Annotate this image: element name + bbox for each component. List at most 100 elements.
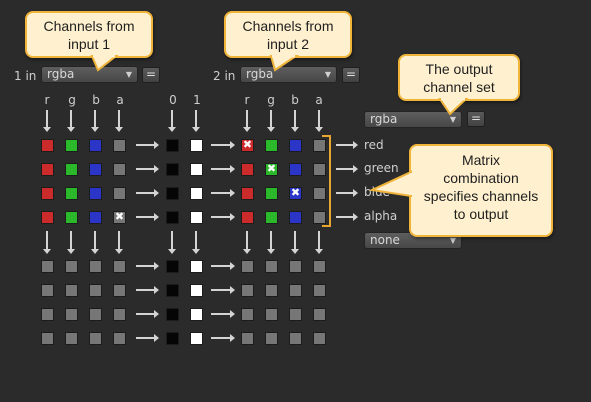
matrix-in2-cell-r2-c0[interactable] <box>241 187 254 200</box>
matrix2-in2-cell-r1-c0[interactable] <box>241 284 254 297</box>
col-arrow-mid-0-head <box>43 249 51 254</box>
matrix2-in1-cell-r0-c2[interactable] <box>89 260 102 273</box>
input2-equal-button[interactable]: = <box>342 67 360 83</box>
matrix-in2-cell-r0-c2[interactable] <box>289 139 302 152</box>
matrix-in1-cell-r3-c3[interactable] <box>113 210 126 224</box>
matrix-in1-cell-r3-c2[interactable] <box>89 211 102 224</box>
matrix2-const1-cell-r3[interactable] <box>190 332 203 345</box>
chevron-down-icon: ▼ <box>449 236 456 245</box>
matrix2-in1-cell-r1-c3[interactable] <box>113 284 126 297</box>
matrix2-in1-cell-r0-c0[interactable] <box>41 260 54 273</box>
matrix-in1-cell-r1-c0[interactable] <box>41 163 54 176</box>
row2-arrow-in1-0-head <box>154 262 159 270</box>
matrix-in2-cell-r1-c0[interactable] <box>241 163 254 176</box>
matrix2-in1-cell-r3-c1[interactable] <box>65 332 78 345</box>
matrix2-in2-cell-r2-c0[interactable] <box>241 308 254 321</box>
matrix2-in2-cell-r1-c1[interactable] <box>265 284 278 297</box>
matrix-in2-cell-r2-c1[interactable] <box>265 187 278 200</box>
matrix2-const1-cell-r2[interactable] <box>190 308 203 321</box>
in2-col-r-label: r <box>244 93 250 107</box>
input1-equal-button[interactable]: = <box>142 67 160 83</box>
matrix-in1-cell-r1-c3[interactable] <box>113 163 126 176</box>
matrix-in1-cell-r1-c2[interactable] <box>89 163 102 176</box>
col-arrow-mid-3-head <box>115 249 123 254</box>
matrix-in1-cell-r0-c1[interactable] <box>65 139 78 152</box>
matrix2-in2-cell-r2-c3[interactable] <box>313 308 326 321</box>
matrix2-in2-cell-r0-c3[interactable] <box>313 260 326 273</box>
matrix-in1-cell-r2-c0[interactable] <box>41 187 54 200</box>
matrix2-const1-cell-r0[interactable] <box>190 260 203 273</box>
matrix2-in2-cell-r3-c0[interactable] <box>241 332 254 345</box>
matrix2-in1-cell-r2-c3[interactable] <box>113 308 126 321</box>
matrix2-in1-cell-r3-c2[interactable] <box>89 332 102 345</box>
input2-channel-select[interactable]: rgba ▼ <box>240 66 337 83</box>
matrix-in1-cell-r0-c2[interactable] <box>89 139 102 152</box>
matrix2-in1-cell-r0-c1[interactable] <box>65 260 78 273</box>
matrix2-in2-cell-r2-c2[interactable] <box>289 308 302 321</box>
matrix-in2-cell-r1-c2[interactable] <box>289 163 302 176</box>
matrix2-const0-cell-r1[interactable] <box>166 284 179 297</box>
matrix2-in2-cell-r0-c2[interactable] <box>289 260 302 273</box>
matrix2-in1-cell-r3-c0[interactable] <box>41 332 54 345</box>
in1-col-g-label: g <box>68 93 76 107</box>
matrix2-const0-cell-r0[interactable] <box>166 260 179 273</box>
input1-channel-select[interactable]: rgba ▼ <box>41 66 138 83</box>
row-arrow-in1-0-head <box>154 141 159 149</box>
matrix-in2-cell-r3-c3[interactable] <box>313 211 326 224</box>
matrix2-in1-cell-r2-c0[interactable] <box>41 308 54 321</box>
matrix-const1-cell-r3[interactable] <box>190 211 203 224</box>
matrix-const0-cell-r2[interactable] <box>166 187 179 200</box>
matrix2-in2-cell-r3-c2[interactable] <box>289 332 302 345</box>
matrix-in1-cell-r1-c1[interactable] <box>65 163 78 176</box>
matrix2-in2-cell-r1-c3[interactable] <box>313 284 326 297</box>
matrix2-in2-cell-r2-c1[interactable] <box>265 308 278 321</box>
matrix-const1-cell-r2[interactable] <box>190 187 203 200</box>
matrix-const0-cell-r3[interactable] <box>166 211 179 224</box>
matrix-const0-cell-r0[interactable] <box>166 139 179 152</box>
matrix-in1-cell-r2-c1[interactable] <box>65 187 78 200</box>
matrix-in2-cell-r2-c3[interactable] <box>313 187 326 200</box>
matrix2-in2-cell-r1-c2[interactable] <box>289 284 302 297</box>
matrix2-const0-cell-r2[interactable] <box>166 308 179 321</box>
matrix-in2-cell-r3-c1[interactable] <box>265 211 278 224</box>
matrix2-in1-cell-r1-c0[interactable] <box>41 284 54 297</box>
matrix2-in2-cell-r0-c0[interactable] <box>241 260 254 273</box>
matrix2-in2-cell-r0-c1[interactable] <box>265 260 278 273</box>
matrix-const0-cell-r1[interactable] <box>166 163 179 176</box>
output-label-red: red <box>364 138 384 152</box>
output-equal-button[interactable]: = <box>467 111 485 127</box>
matrix-in2-cell-r3-c0[interactable] <box>241 211 254 224</box>
matrix-const1-cell-r0[interactable] <box>190 139 203 152</box>
col-arrow-mid-6-head <box>243 249 251 254</box>
matrix-in1-cell-r2-c3[interactable] <box>113 187 126 200</box>
const-col-0-label: 0 <box>169 93 177 107</box>
matrix2-const0-cell-r3[interactable] <box>166 332 179 345</box>
col-arrow-mid-5-head <box>192 249 200 254</box>
matrix2-in2-cell-r3-c1[interactable] <box>265 332 278 345</box>
matrix-in2-cell-r2-c2[interactable] <box>289 186 302 200</box>
matrix-in2-cell-r3-c2[interactable] <box>289 211 302 224</box>
matrix-in2-cell-r0-c3[interactable] <box>313 139 326 152</box>
output-label-alpha: alpha <box>364 209 398 223</box>
matrix2-in2-cell-r3-c3[interactable] <box>313 332 326 345</box>
matrix-in2-cell-r1-c1[interactable] <box>265 162 278 176</box>
matrix2-in1-cell-r3-c3[interactable] <box>113 332 126 345</box>
matrix-in1-cell-r0-c0[interactable] <box>41 139 54 152</box>
matrix2-const1-cell-r1[interactable] <box>190 284 203 297</box>
matrix2-in1-cell-r1-c1[interactable] <box>65 284 78 297</box>
output-channel-select[interactable]: rgba ▼ <box>364 111 462 128</box>
matrix2-in1-cell-r2-c2[interactable] <box>89 308 102 321</box>
matrix-const1-cell-r1[interactable] <box>190 163 203 176</box>
matrix-in2-cell-r1-c3[interactable] <box>313 163 326 176</box>
matrix-in1-cell-r2-c2[interactable] <box>89 187 102 200</box>
row-arrow-const-3-head <box>230 213 235 221</box>
matrix2-in1-cell-r2-c1[interactable] <box>65 308 78 321</box>
matrix2-in1-cell-r1-c2[interactable] <box>89 284 102 297</box>
matrix-in1-cell-r3-c1[interactable] <box>65 211 78 224</box>
matrix-in2-cell-r0-c1[interactable] <box>265 139 278 152</box>
matrix-in1-cell-r0-c3[interactable] <box>113 139 126 152</box>
matrix-in2-cell-r0-c0[interactable] <box>241 138 254 152</box>
matrix-in1-cell-r3-c0[interactable] <box>41 211 54 224</box>
matrix2-in1-cell-r0-c3[interactable] <box>113 260 126 273</box>
